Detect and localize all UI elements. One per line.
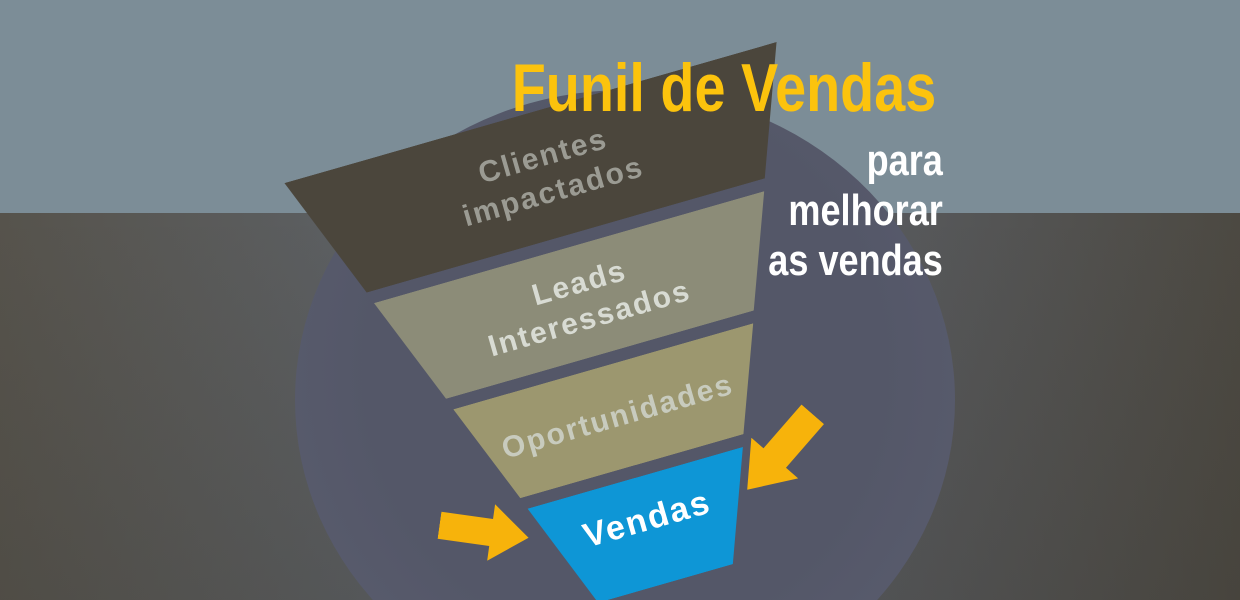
label-line: Oportunidades: [497, 367, 738, 466]
funnel-stage-label: Vendas: [579, 483, 715, 555]
subtitle: para melhorar as vendas: [768, 136, 943, 286]
funnel-stage-label: Leads Interessados: [474, 237, 695, 366]
funnel-stage-label: Oportunidades: [497, 365, 737, 467]
subtitle-line: as vendas: [768, 236, 943, 285]
label-line: Vendas: [578, 482, 716, 555]
main-title: Funil de Vendas: [511, 50, 937, 126]
subtitle-line: melhorar: [788, 186, 943, 235]
funnel-stage-label: Clientes impactados: [448, 113, 648, 236]
subtitle-line: para: [866, 136, 943, 185]
